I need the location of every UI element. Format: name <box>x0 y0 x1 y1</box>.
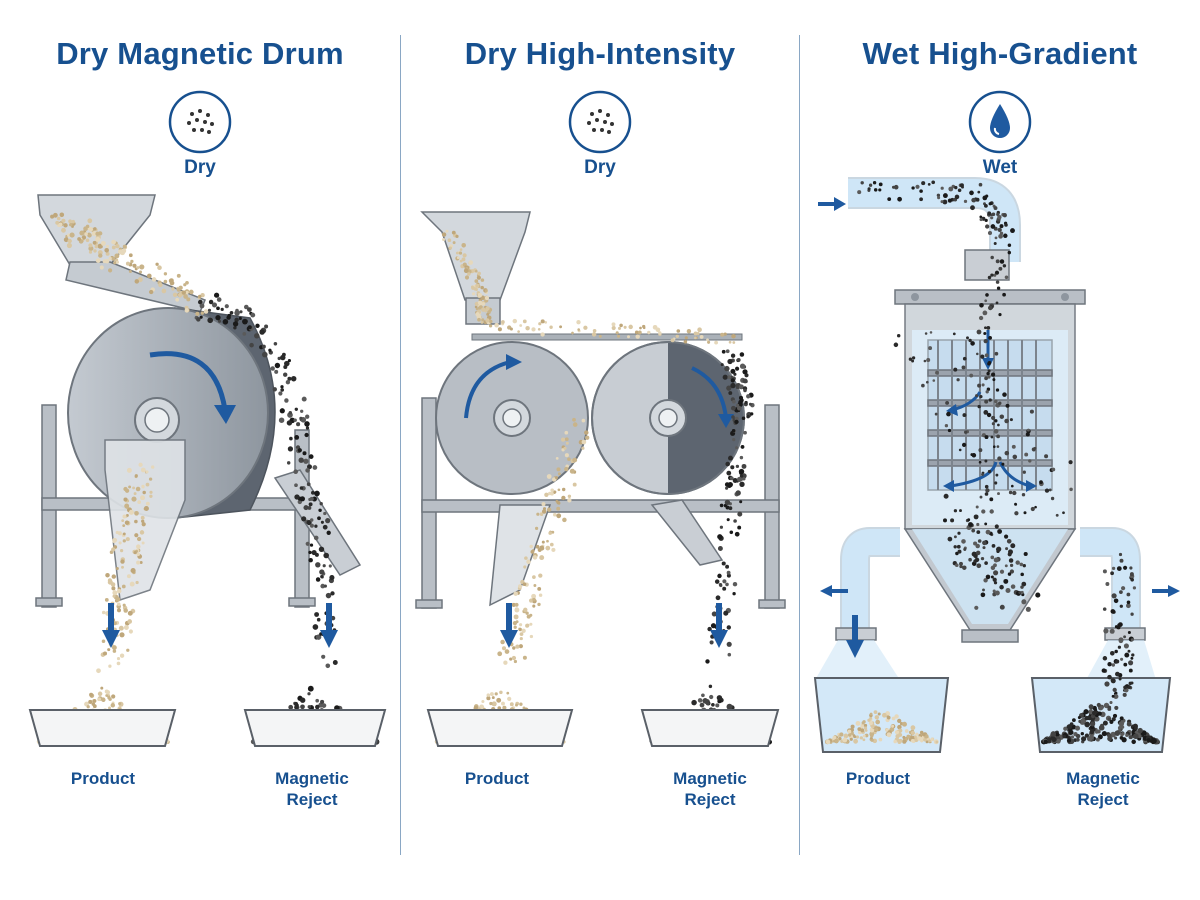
reject-chute <box>273 469 362 576</box>
reject-label-line1: Magnetic <box>1066 769 1140 788</box>
wet-hgms-illustration <box>813 177 1180 753</box>
product-bin <box>28 709 177 747</box>
reject-label-line1: Magnetic <box>673 769 747 788</box>
product-label: Product <box>464 769 530 788</box>
flow-arrow <box>500 603 518 648</box>
magnetic-roll <box>591 341 745 495</box>
panel-dry-high-intensity: Dry High-Intensity Dry <box>400 0 800 900</box>
dots-icon <box>168 90 232 154</box>
rotation-arrow <box>691 366 728 419</box>
dots-icon <box>568 90 632 154</box>
reject-label: Magnetic Reject <box>237 768 387 810</box>
reject-label-line2: Reject <box>286 790 338 809</box>
flow-arrow <box>320 603 338 648</box>
panel-title: Dry High-Intensity <box>464 36 736 71</box>
flow-arrow <box>102 603 120 648</box>
feed-plate <box>471 333 743 341</box>
reject-label-line1: Magnetic <box>275 769 349 788</box>
product-bin <box>426 709 574 747</box>
water-drop-icon <box>968 90 1032 154</box>
mode-label: Dry <box>584 157 616 178</box>
mode-label: Wet <box>982 157 1018 178</box>
reject-outflow-arrow <box>1152 585 1180 597</box>
reject-bin <box>243 709 387 747</box>
drum-separator-illustration <box>28 194 387 747</box>
high-intensity-separator-illustration <box>415 211 786 747</box>
product-label: Product <box>70 769 136 788</box>
reject-label: Magnetic Reject <box>635 768 785 810</box>
magnetic-roll <box>435 341 589 495</box>
inflow-arrow <box>818 197 846 211</box>
reject-label: Magnetic Reject <box>1028 768 1178 810</box>
rotation-arrow <box>149 351 228 411</box>
product-outflow-arrow <box>820 585 848 597</box>
reject-chute <box>650 499 724 566</box>
panel-title: Wet High-Gradient <box>862 36 1138 71</box>
panel-divider <box>799 35 800 855</box>
flow-arrow <box>710 603 728 648</box>
panel-dry-magnetic-drum: Dry Magnetic Drum Dry <box>0 0 400 900</box>
product-label: Product <box>845 769 911 788</box>
mode-label: Dry <box>184 157 216 178</box>
panel-title: Dry Magnetic Drum <box>56 36 344 71</box>
flow-arrow <box>846 615 864 658</box>
product-chute <box>104 439 186 602</box>
panel-wet-high-gradient: Wet High-Gradient Wet <box>800 0 1200 900</box>
panel-divider <box>400 35 401 855</box>
reject-label-line2: Reject <box>1077 790 1129 809</box>
reject-label-line2: Reject <box>684 790 736 809</box>
reject-bin <box>640 709 780 747</box>
rotation-arrow <box>464 360 511 419</box>
